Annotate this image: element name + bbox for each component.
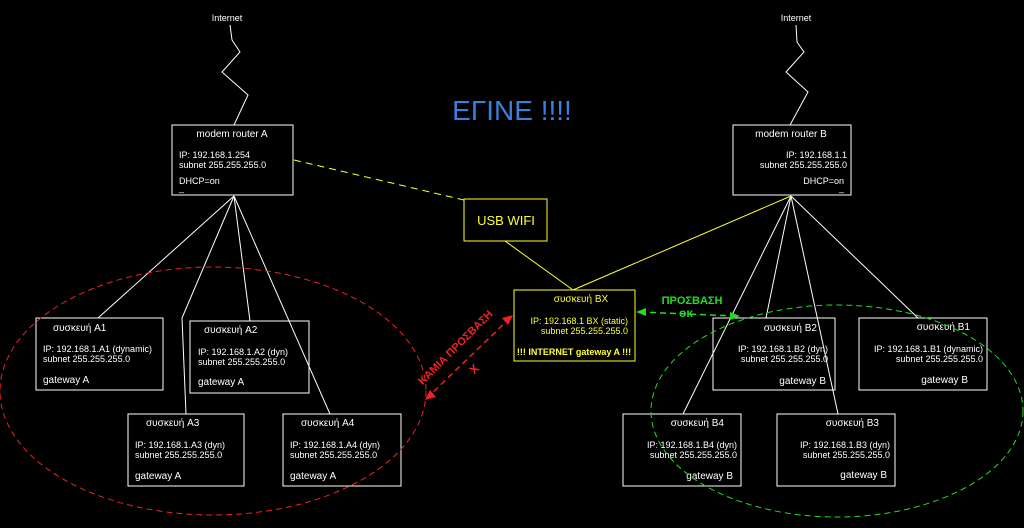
router-b: modem router B IP: 192.168.1.1 subnet 25… <box>732 124 852 196</box>
no-access-x: X <box>466 361 482 377</box>
device-b2-subnet: subnet 255.255.255.0 <box>741 354 828 364</box>
internet-label-right: Internet <box>781 13 812 23</box>
page-title: ΕΓΙΝΕ !!!! <box>452 95 572 126</box>
device-b1-ip: IP: 192.168.1.B1 (dynamic) <box>874 344 983 354</box>
device-a2: συσκευή A2 IP: 192.168.1.A2 (dyn) subnet… <box>189 320 310 394</box>
router-a-links <box>97 195 331 415</box>
device-b3-subnet: subnet 255.255.255.0 <box>803 450 890 460</box>
no-access-label: ΚΑΜΙΑ ΠΡΟΣΒΑΣΗ <box>416 308 495 387</box>
device-b1-name: συσκευή B1 <box>917 321 971 333</box>
router-a-subnet: subnet 255.255.255.0 <box>179 160 266 170</box>
device-b1-gateway: gateway B <box>921 375 968 386</box>
device-a2-name: συσκευή A2 <box>204 324 258 336</box>
router-b-extra: _ <box>838 183 845 193</box>
device-a4-name: συσκευή A4 <box>301 417 355 429</box>
device-b3: συσκευή B3 IP: 192.168.1.B3 (dyn) subnet… <box>776 413 896 487</box>
router-b-dhcp: DHCP=on <box>803 176 844 186</box>
router-b-subnet: subnet 255.255.255.0 <box>760 160 847 170</box>
network-a-group <box>0 266 427 516</box>
device-a3-subnet: subnet 255.255.255.0 <box>135 450 222 460</box>
access-ok-indicator: ΠΡΟΣΒΑΣΗ οκ <box>636 295 740 320</box>
device-a3-name: συσκευή A3 <box>146 417 200 429</box>
device-b2-name: συσκευή B2 <box>764 322 818 334</box>
internet-link-right <box>785 24 809 126</box>
device-b4-gateway: gateway B <box>686 471 733 482</box>
device-bx-name: συσκευή BX <box>554 293 609 305</box>
link-bx-usbwifi <box>504 240 574 291</box>
device-a2-gateway: gateway A <box>198 377 244 388</box>
device-a1-subnet: subnet 255.255.255.0 <box>43 354 130 364</box>
network-b-group <box>650 304 1024 518</box>
device-b3-name: συσκευή B3 <box>826 417 880 429</box>
device-a1: συσκευή A1 IP: 192.168.1.A1 (dynamic) su… <box>35 317 164 391</box>
router-a-name: modem router A <box>196 129 267 140</box>
device-a3: συσκευή A3 IP: 192.168.1.A3 (dyn) subnet… <box>127 413 245 487</box>
device-a1-gateway: gateway A <box>43 375 89 386</box>
usb-wifi-adapter: USB WIFI <box>463 198 548 242</box>
device-b4-name: συσκευή B4 <box>671 417 725 429</box>
usb-wifi-label: USB WIFI <box>477 213 535 228</box>
device-b2-gateway: gateway B <box>779 376 826 387</box>
internet-label-left: Internet <box>212 13 243 23</box>
router-b-ip: IP: 192.168.1.1 <box>786 150 847 160</box>
device-b2-ip: IP: 192.168.1.B2 (dyn) <box>738 344 828 354</box>
router-a: modem router A IP: 192.168.1.254 subnet … <box>171 124 294 196</box>
device-a3-ip: IP: 192.168.1.A3 (dyn) <box>135 440 225 450</box>
device-a2-subnet: subnet 255.255.255.0 <box>198 357 285 367</box>
device-bx-ip: IP: 192.168.1 BX (static) <box>530 316 628 326</box>
link-routerb-bx <box>572 195 792 291</box>
device-b1: συσκευή B1 IP: 192.168.1.B1 (dynamic) su… <box>858 317 988 391</box>
device-b2: συσκευή B2 IP: 192.168.1.B2 (dyn) subnet… <box>712 317 836 391</box>
access-ok-mark: οκ <box>679 306 693 320</box>
device-b3-gateway: gateway B <box>840 470 887 481</box>
device-a1-name: συσκευή A1 <box>53 322 107 334</box>
router-a-dhcp: DHCP=on <box>179 176 220 186</box>
device-a4-ip: IP: 192.168.1.A4 (dyn) <box>290 440 380 450</box>
router-b-name: modem router B <box>755 129 827 140</box>
device-a1-ip: IP: 192.168.1.A1 (dynamic) <box>43 344 152 354</box>
device-b4-subnet: subnet 255.255.255.0 <box>650 450 737 460</box>
device-bx: συσκευή BX IP: 192.168.1 BX (static) sub… <box>513 289 636 362</box>
device-a3-gateway: gateway A <box>135 471 181 482</box>
device-b3-ip: IP: 192.168.1.B3 (dyn) <box>800 440 890 450</box>
device-b1-subnet: subnet 255.255.255.0 <box>896 354 983 364</box>
router-a-ip: IP: 192.168.1.254 <box>179 150 250 160</box>
no-access-indicator: ΚΑΜΙΑ ΠΡΟΣΒΑΣΗ X <box>416 308 513 400</box>
router-b-links <box>682 195 919 415</box>
access-ok-label: ΠΡΟΣΒΑΣΗ <box>662 295 723 307</box>
device-b4: συσκευή B4 IP: 192.168.1.B4 (dyn) subnet… <box>622 413 742 487</box>
device-a4: συσκευή A4 IP: 192.168.1.A4 (dyn) subnet… <box>282 413 402 487</box>
device-bx-subnet: subnet 255.255.255.0 <box>541 326 628 336</box>
router-a-extra: _ <box>178 183 185 193</box>
internet-link-left <box>221 24 249 126</box>
device-a2-ip: IP: 192.168.1.A2 (dyn) <box>198 347 288 357</box>
device-a4-subnet: subnet 255.255.255.0 <box>290 450 377 460</box>
wifi-link-routera <box>293 159 465 201</box>
device-a4-gateway: gateway A <box>290 471 336 482</box>
device-bx-note: !!! INTERNET gateway A !!! <box>517 347 631 357</box>
device-b4-ip: IP: 192.168.1.B4 (dyn) <box>647 440 737 450</box>
